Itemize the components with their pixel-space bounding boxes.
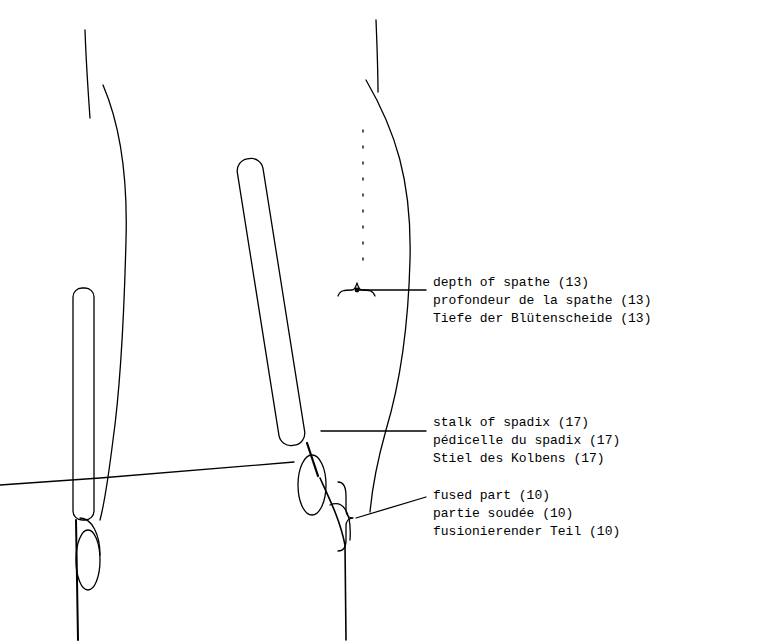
stem — [76, 520, 78, 640]
spathe-midline — [362, 130, 363, 260]
sheath — [298, 455, 326, 515]
sheath-base — [76, 530, 100, 590]
part-label: pédicelle du spadix (17) — [432, 433, 621, 449]
part-label: fused part (10) — [432, 488, 551, 504]
part-label: depth of spathe (13) — [432, 275, 590, 291]
part-label: fusionierender Teil (10) — [432, 524, 621, 540]
spadix — [235, 157, 306, 447]
leader-dot — [355, 288, 359, 292]
spadix — [73, 288, 94, 520]
part-label: stalk of spadix (17) — [432, 415, 590, 431]
sheath — [80, 518, 100, 555]
leader-line — [321, 430, 426, 431]
spadix-stalk — [307, 443, 318, 476]
spathe-edge — [376, 20, 378, 92]
leader-line — [356, 497, 426, 518]
part-label: Tiefe der Blütenscheide (13) — [432, 311, 652, 327]
spathe-edge — [100, 85, 126, 520]
leader-line — [0, 462, 294, 485]
spathe-edge — [366, 80, 410, 512]
stem — [320, 478, 346, 640]
part-label: Stiel des Kolbens (17) — [432, 451, 606, 467]
spathe-edge — [85, 30, 90, 118]
part-label: partie soudée (10) — [432, 506, 574, 522]
leader-line — [359, 289, 426, 290]
fused-bracket — [338, 482, 353, 551]
part-label: profondeur de la spathe (13) — [432, 293, 652, 309]
